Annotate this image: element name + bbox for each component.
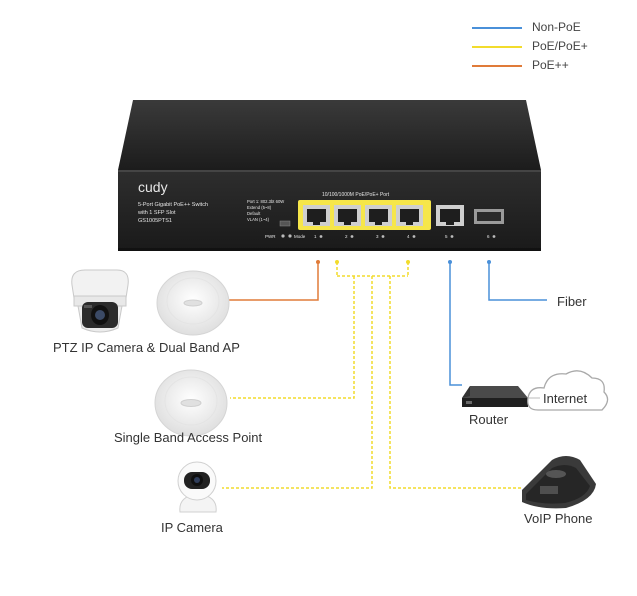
ip-camera-icon bbox=[177, 461, 217, 513]
router-label: Router bbox=[469, 412, 509, 427]
port-number-4: 4 bbox=[407, 234, 410, 239]
ethernet-port-4[interactable] bbox=[396, 205, 423, 226]
mode-button[interactable] bbox=[279, 220, 291, 227]
dual-band-ap-icon bbox=[156, 270, 230, 336]
mode-label: Mode bbox=[294, 234, 306, 239]
internet-label: Internet bbox=[543, 391, 588, 406]
ethernet-port-2[interactable] bbox=[334, 205, 361, 226]
switch-model-number: GS1005PTS1 bbox=[138, 218, 172, 224]
link-poe-single-ap bbox=[230, 276, 355, 399]
poe-switch: cudy 5-Port Gigabit PoE++ Switch with 1 … bbox=[118, 100, 541, 251]
ethernet-port-5[interactable] bbox=[436, 205, 464, 226]
port-number-6: 6 bbox=[487, 234, 490, 239]
single-band-ap-icon bbox=[154, 369, 228, 437]
link-non-poe-router bbox=[449, 262, 462, 386]
link-poe-voip-phone bbox=[389, 276, 522, 489]
ptz-ap-label: PTZ IP Camera & Dual Band AP bbox=[53, 340, 240, 355]
mode-led bbox=[288, 234, 292, 238]
port-number-3: 3 bbox=[376, 234, 379, 239]
link-poe-plus-plus-ptz-ap bbox=[228, 262, 319, 301]
router-icon bbox=[462, 386, 528, 407]
port-number-2: 2 bbox=[345, 234, 348, 239]
ethernet-port-1[interactable] bbox=[303, 205, 330, 226]
ptz-camera-icon bbox=[71, 269, 129, 333]
switch-brand-logo: cudy bbox=[138, 179, 168, 195]
pwr-led bbox=[281, 234, 285, 238]
mode-line-1: Port 1: 802.3bt 60W bbox=[247, 199, 284, 204]
fiber-label: Fiber bbox=[557, 294, 587, 309]
legend-label-non-poe: Non-PoE bbox=[532, 20, 581, 34]
voip-phone-icon bbox=[522, 456, 596, 509]
mode-line-4: VLAN (1~4) bbox=[247, 217, 270, 222]
voip-phone-label: VoIP Phone bbox=[524, 511, 593, 526]
legend-label-poe-plus-plus: PoE++ bbox=[532, 58, 569, 72]
link-non-poe-fiber bbox=[488, 262, 547, 301]
port-group-label: 10/100/1000M PoE/PoE+ Port bbox=[322, 192, 390, 198]
legend-label-poe: PoE/PoE+ bbox=[532, 39, 588, 53]
single-ap-label: Single Band Access Point bbox=[114, 430, 263, 445]
poe-bus-bracket bbox=[335, 260, 410, 277]
ethernet-port-3[interactable] bbox=[365, 205, 392, 226]
ip-camera-label: IP Camera bbox=[161, 520, 223, 535]
mode-line-2: Extend (5~8) bbox=[247, 205, 272, 210]
port-number-5: 5 bbox=[445, 234, 448, 239]
switch-model-line1: 5-Port Gigabit PoE++ Switch bbox=[138, 202, 208, 208]
mode-line-3: Default bbox=[247, 211, 261, 216]
pwr-label: PWR bbox=[265, 234, 276, 239]
sfp-slot-6[interactable] bbox=[474, 209, 504, 224]
link-poe-ip-camera bbox=[222, 276, 373, 489]
switch-model-line2: with 1 SFP Slot bbox=[137, 210, 176, 216]
port-number-1: 1 bbox=[314, 234, 317, 239]
